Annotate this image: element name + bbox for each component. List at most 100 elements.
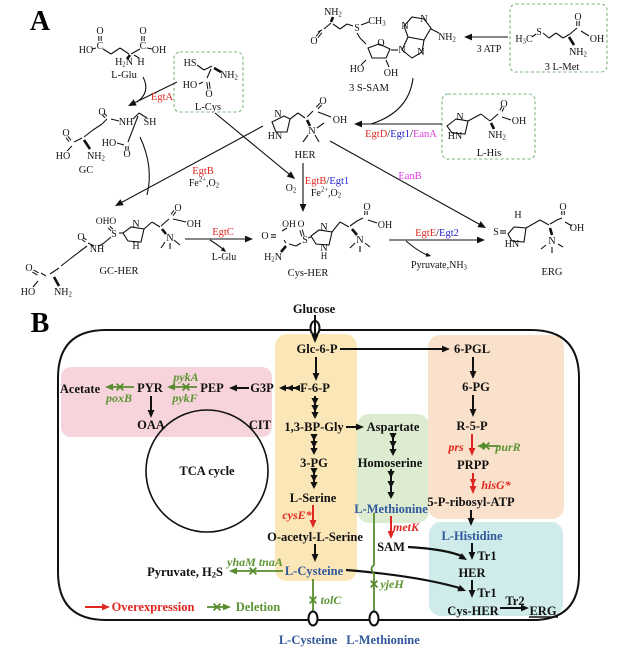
svg-text:N: N — [274, 109, 281, 120]
svg-text:SAM: SAM — [377, 540, 405, 554]
svg-text:O: O — [310, 36, 317, 47]
svg-text:Tr2: Tr2 — [505, 594, 524, 608]
svg-text:hisG*: hisG* — [481, 478, 511, 492]
svg-text:N: N — [401, 21, 408, 32]
svg-text:Homoserine: Homoserine — [358, 456, 423, 470]
svg-text:EgtB: EgtB — [192, 166, 214, 177]
svg-text:PRPP: PRPP — [457, 458, 489, 472]
svg-text:6-PGL: 6-PGL — [454, 342, 490, 356]
svg-text:OH: OH — [152, 45, 166, 56]
svg-text:O: O — [96, 26, 103, 37]
svg-text:H: H — [514, 210, 521, 221]
svg-text:H: H — [132, 241, 139, 252]
svg-text:H2N: H2N — [264, 252, 282, 264]
svg-text:O: O — [139, 26, 146, 37]
svg-text:NH2: NH2 — [324, 7, 342, 19]
svg-text:L-Glu: L-Glu — [212, 252, 236, 263]
svg-text:L-Cysteine: L-Cysteine — [279, 633, 338, 647]
svg-text:N: N — [308, 126, 315, 137]
svg-text:C: C — [97, 41, 104, 52]
svg-text:NH: NH — [119, 117, 133, 128]
svg-text:S: S — [536, 27, 542, 38]
svg-text:EgtB/Egt1: EgtB/Egt1 — [305, 176, 349, 187]
svg-text:OH: OH — [570, 223, 584, 234]
svg-text:HN: HN — [505, 239, 519, 250]
svg-text:B: B — [31, 308, 50, 339]
svg-text:O: O — [559, 202, 566, 213]
svg-text:L-His: L-His — [477, 148, 502, 159]
svg-text:EgtA: EgtA — [151, 92, 174, 103]
svg-text:L-Methionine: L-Methionine — [354, 502, 428, 516]
svg-text:OHO: OHO — [96, 217, 117, 227]
svg-text:CIT: CIT — [249, 418, 272, 432]
svg-text:HO: HO — [56, 151, 70, 162]
svg-text:CH3: CH3 — [368, 16, 386, 28]
svg-text:EgtD/Egt1/EanA: EgtD/Egt1/EanA — [365, 129, 437, 140]
svg-text:O: O — [319, 96, 326, 107]
svg-text:ERG: ERG — [529, 604, 556, 618]
svg-text:H: H — [137, 57, 144, 68]
svg-text:tolC: tolC — [321, 593, 343, 607]
svg-text:Tr1: Tr1 — [477, 549, 496, 563]
svg-text:O: O — [205, 89, 212, 100]
svg-text:S: S — [302, 235, 308, 246]
svg-text:H: H — [321, 251, 328, 261]
svg-text:S: S — [493, 227, 499, 238]
svg-text:NH2: NH2 — [54, 287, 72, 299]
svg-text:N: N — [320, 243, 327, 254]
svg-text:O: O — [363, 202, 370, 213]
svg-text:L-Histidine: L-Histidine — [441, 529, 503, 543]
svg-text:OH: OH — [512, 116, 526, 127]
svg-text:3 L-Met: 3 L-Met — [545, 62, 580, 73]
svg-text:L-Cys: L-Cys — [195, 102, 221, 113]
svg-text:3-PG: 3-PG — [300, 456, 328, 470]
svg-text:Fe2+,O2: Fe2+,O2 — [311, 186, 342, 199]
svg-text:O: O — [574, 12, 581, 23]
svg-text:pykA: pykA — [172, 370, 198, 384]
svg-text:Aspartate: Aspartate — [367, 420, 420, 434]
svg-text:GC: GC — [79, 165, 94, 176]
svg-text:G3P: G3P — [250, 381, 274, 395]
svg-text:N: N — [166, 233, 173, 244]
svg-text:O: O — [123, 149, 130, 160]
svg-text:Acetate: Acetate — [60, 382, 101, 396]
svg-text:S: S — [354, 23, 360, 34]
svg-text:3 ATP: 3 ATP — [477, 44, 502, 55]
svg-text:Cys-HER: Cys-HER — [447, 604, 499, 618]
svg-text:GC-HER: GC-HER — [99, 266, 138, 277]
svg-text:OH: OH — [378, 220, 392, 231]
svg-text:N: N — [356, 235, 363, 246]
svg-text:NH2: NH2 — [569, 47, 587, 59]
svg-text:O-acetyl-L-Serine: O-acetyl-L-Serine — [267, 530, 363, 544]
svg-text:SH: SH — [144, 117, 157, 128]
svg-text:yjeH: yjeH — [378, 577, 404, 591]
svg-text:Tr1: Tr1 — [477, 586, 496, 600]
svg-text:PYR: PYR — [137, 381, 164, 395]
svg-text:3 S-SAM: 3 S-SAM — [349, 83, 390, 94]
svg-text:prs: prs — [447, 440, 464, 454]
svg-text:H3C: H3C — [515, 34, 533, 46]
svg-text:S: S — [111, 229, 117, 240]
svg-text:O: O — [77, 232, 84, 243]
svg-text:L-Glu: L-Glu — [111, 70, 137, 81]
svg-text:N: N — [132, 219, 139, 230]
svg-text:HER: HER — [295, 150, 316, 161]
svg-text:O: O — [261, 231, 268, 242]
svg-text:Pyruvate, H2S: Pyruvate, H2S — [147, 565, 223, 580]
svg-text:O: O — [377, 38, 384, 49]
svg-text:HO: HO — [183, 80, 197, 91]
svg-text:H2N: H2N — [115, 57, 133, 69]
svg-text:L-Serine: L-Serine — [290, 491, 337, 505]
svg-text:A: A — [30, 6, 51, 37]
svg-text:L-Methionine: L-Methionine — [346, 633, 420, 647]
svg-text:OH: OH — [282, 220, 296, 230]
svg-text:OH: OH — [590, 34, 604, 45]
svg-text:HN: HN — [448, 131, 462, 142]
svg-text:HER: HER — [458, 566, 486, 580]
svg-text:O: O — [62, 128, 69, 139]
svg-text:PEP: PEP — [200, 381, 224, 395]
svg-text:Pyruvate,NH3: Pyruvate,NH3 — [411, 260, 468, 272]
svg-text:EgtE/Egt2: EgtE/Egt2 — [415, 228, 459, 239]
svg-text:EanB: EanB — [398, 171, 421, 182]
svg-text:HO: HO — [102, 138, 116, 149]
